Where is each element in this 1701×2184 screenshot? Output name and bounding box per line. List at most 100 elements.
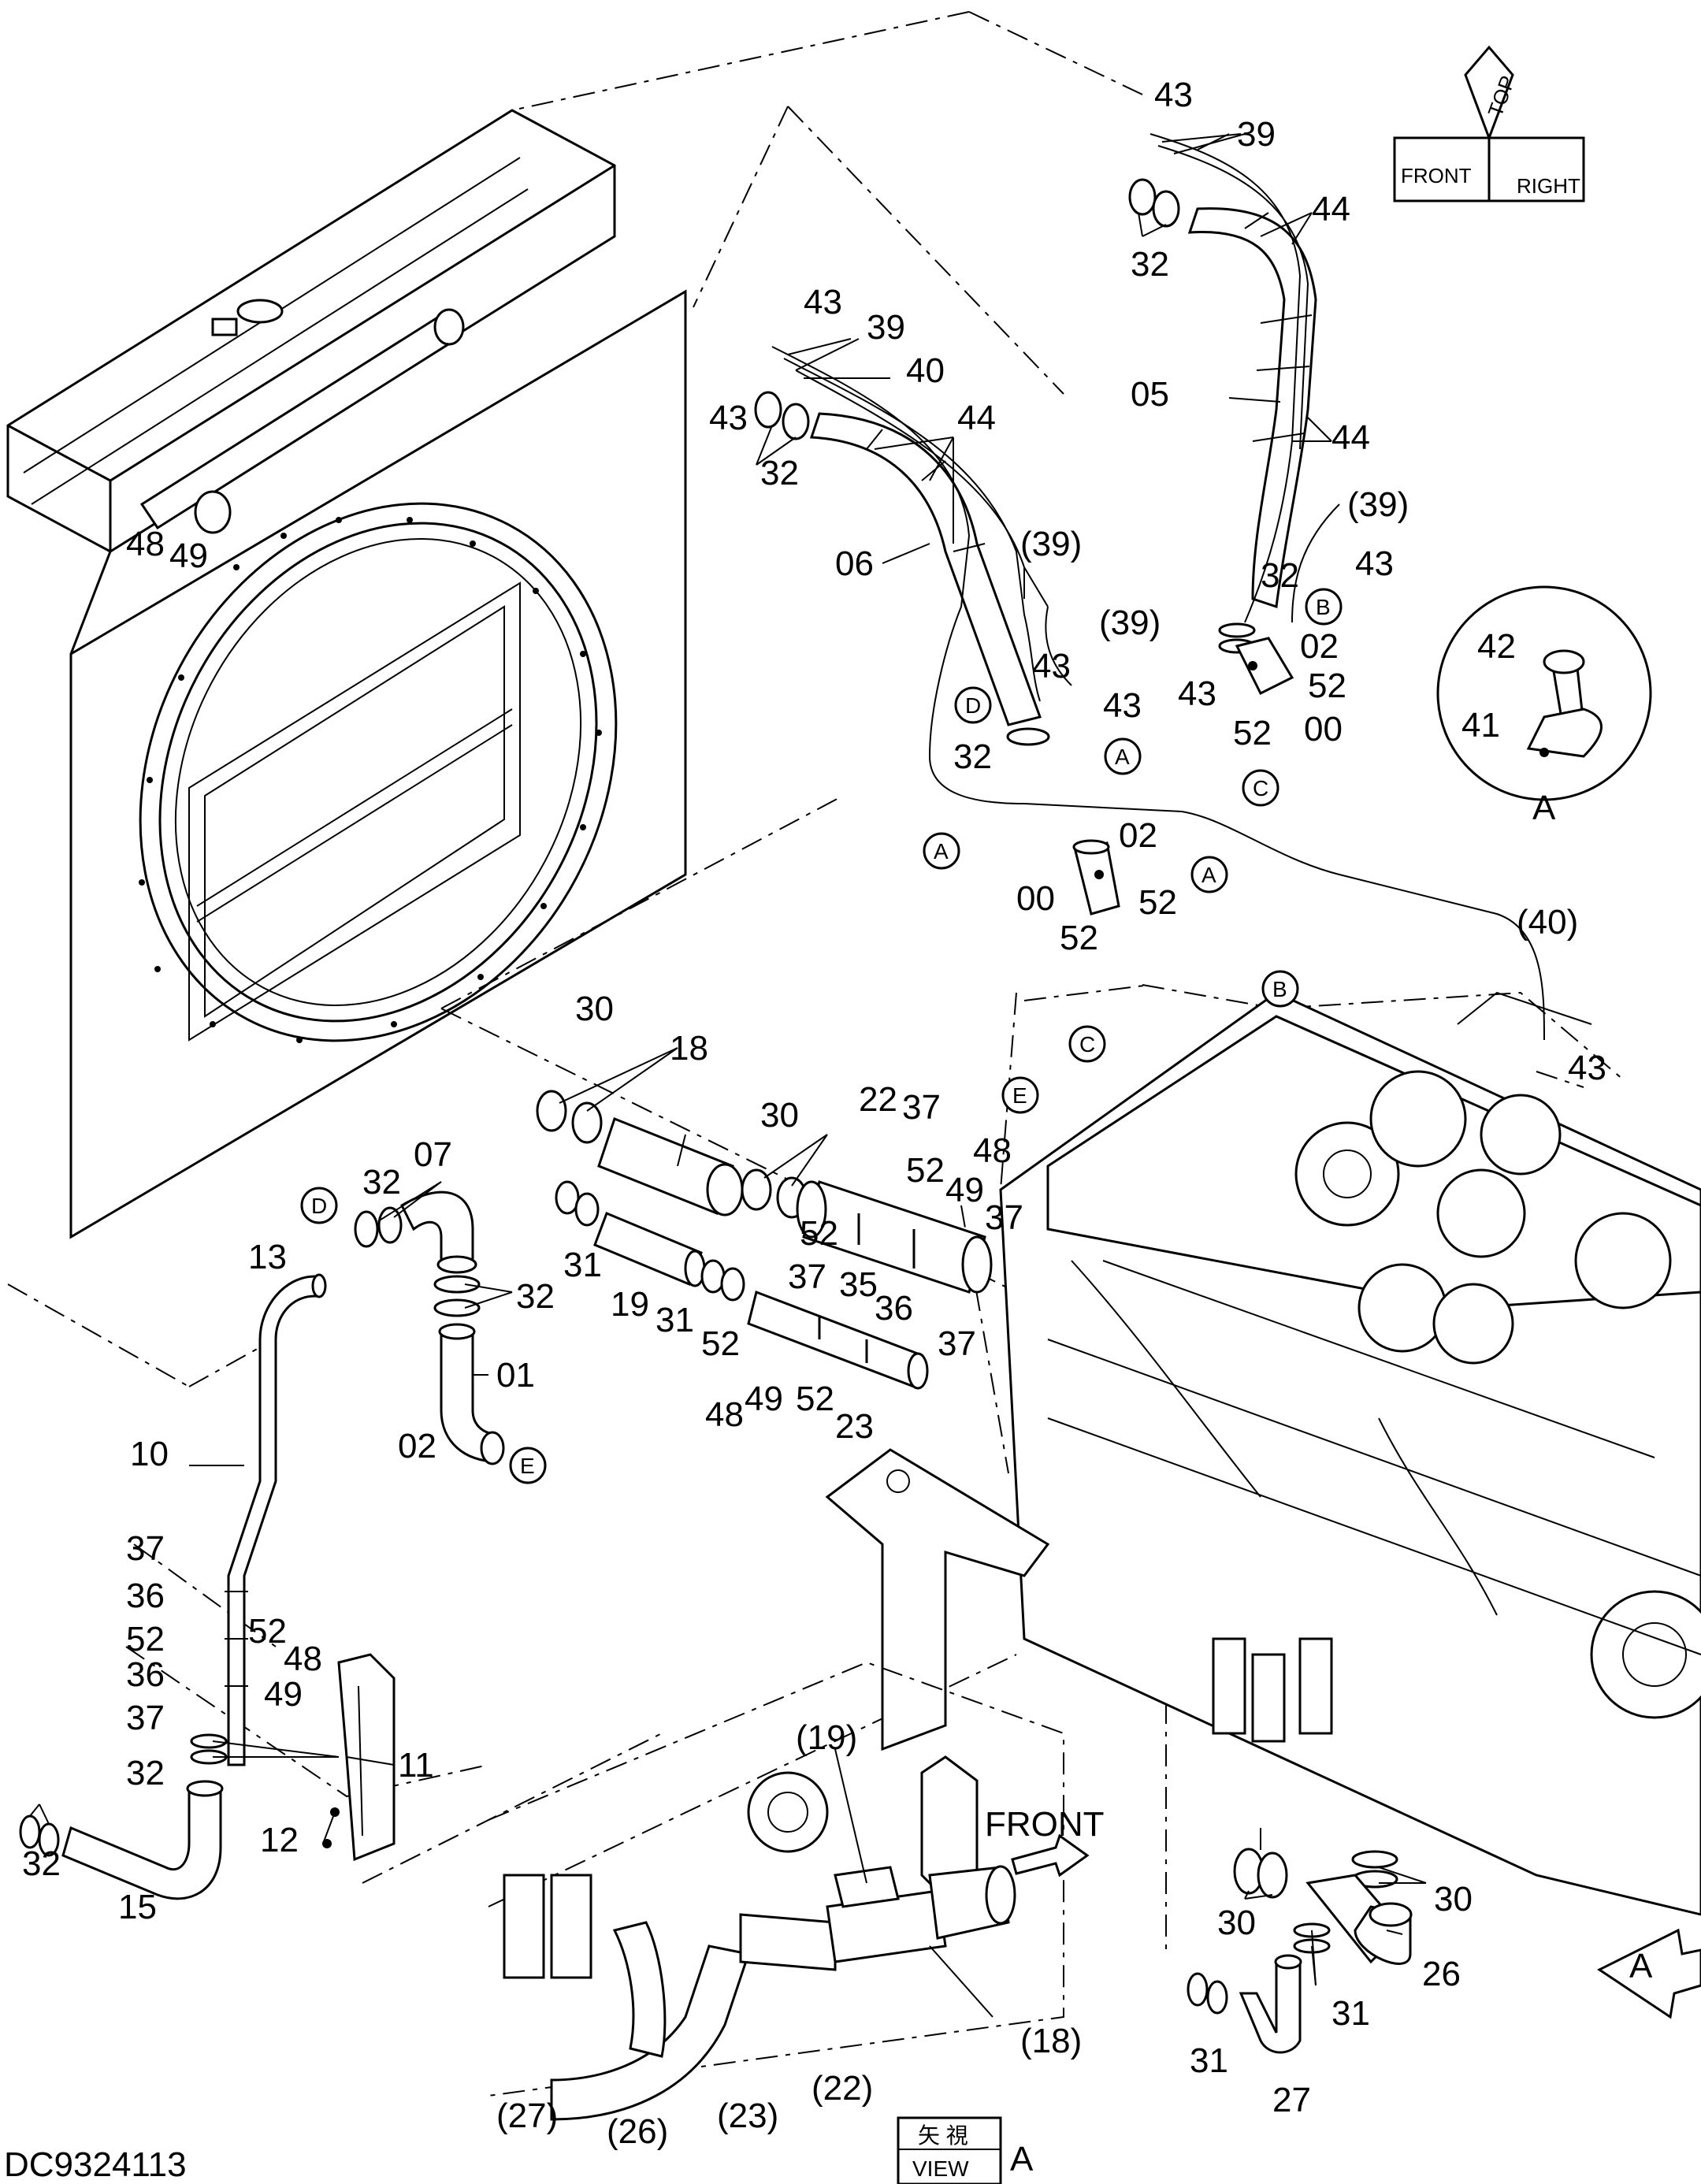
elbow-07: [354, 1190, 481, 1317]
view-a-arrow-letter: A: [1629, 1947, 1653, 1985]
part-label: 30: [1217, 1904, 1256, 1942]
part-label: 52: [906, 1151, 945, 1190]
callout-b-engine: B: [1272, 977, 1287, 1001]
part-label: 30: [575, 990, 614, 1028]
view-label-box: 矢 視 VIEW A: [897, 2116, 1034, 2184]
part-label: 02: [1119, 816, 1157, 855]
part-label: 48: [126, 525, 165, 563]
part-label: 32: [516, 1277, 555, 1316]
pipe-10: [190, 1273, 327, 1766]
part-label: 52: [126, 1620, 165, 1658]
callout-e-lower: E: [520, 1454, 535, 1478]
view-label-letter: A: [1010, 2140, 1034, 2178]
part-label: 32: [1131, 245, 1169, 284]
part-label: 10: [130, 1435, 169, 1473]
part-label: 36: [126, 1577, 165, 1615]
part-label: (39): [1020, 525, 1082, 563]
part-label: 36: [875, 1289, 913, 1328]
part-label: 52: [796, 1380, 834, 1418]
part-label: 00: [1016, 879, 1055, 918]
part-label: 49: [169, 537, 208, 575]
part-label: 31: [563, 1246, 602, 1284]
callout-c-upper: C: [1253, 776, 1268, 800]
part-label: 49: [945, 1171, 984, 1209]
part-label: 12: [260, 1821, 299, 1859]
part-label: 43: [1178, 674, 1216, 713]
part-label: 52: [1060, 919, 1098, 957]
engine-block: [999, 991, 1701, 1916]
drawing-id: DC9324113: [4, 2145, 187, 2184]
engine-mount: [825, 1448, 1050, 1751]
cube-right-label: RIGHT: [1517, 174, 1580, 198]
part-label: 43: [1103, 686, 1142, 725]
part-label: 02: [1300, 627, 1339, 666]
bracket-upper-right: [1235, 637, 1294, 696]
part-label: 32: [126, 1754, 165, 1792]
detail-a: [1436, 585, 1652, 801]
part-label: 27: [1272, 2081, 1311, 2119]
part-label: 37: [938, 1324, 976, 1363]
part-label: 48: [973, 1131, 1012, 1170]
upper-clamps: [754, 178, 1256, 654]
part-label: 43: [709, 399, 748, 437]
part-label: 43: [1154, 76, 1193, 114]
part-label: 49: [264, 1675, 303, 1714]
part-label: 26: [1422, 1955, 1461, 1993]
tube-05: [1149, 133, 1340, 623]
callout-b-upper: B: [1316, 595, 1331, 619]
part-label: 40: [906, 351, 945, 390]
part-label: 37: [985, 1198, 1023, 1237]
tube-06: [771, 346, 1545, 1041]
part-label: (39): [1347, 485, 1409, 524]
part-label: 36: [126, 1655, 165, 1694]
ring-bolts: [139, 517, 602, 1043]
part-label: 43: [1355, 544, 1394, 583]
part-label: 15: [118, 1888, 157, 1926]
part-label: 43: [1032, 647, 1071, 685]
view-a-inset: [488, 1661, 1090, 2121]
part-label: (19): [796, 1718, 857, 1757]
part-labels: 43 39 32 44 05 44 (39) 43 32 (39) 02 43 …: [22, 76, 1606, 2151]
elbow-01: [438, 1323, 505, 1465]
view-label-jp: 矢 視: [918, 2123, 968, 2148]
part-label: 52: [800, 1214, 838, 1253]
part-label: 00: [1304, 710, 1343, 748]
callout-d-lower: D: [311, 1194, 327, 1218]
callout-a-3: A: [1201, 863, 1216, 887]
part-label: 32: [953, 737, 992, 776]
callout-c-engine: C: [1079, 1032, 1095, 1057]
callout-a-1: A: [1115, 745, 1130, 769]
part-label: 52: [1233, 714, 1272, 752]
radiator-assembly: [6, 109, 687, 1239]
bracket-middle: [1072, 839, 1120, 916]
bracket-11: [322, 1653, 396, 1862]
part-label: 32: [760, 454, 799, 492]
part-label: 05: [1131, 375, 1169, 414]
part-label: 31: [656, 1301, 694, 1339]
part-label: 30: [760, 1096, 799, 1135]
callout-d-upper: D: [965, 693, 981, 718]
intake-pipes: [536, 1090, 993, 1390]
part-label: (22): [812, 2069, 873, 2108]
part-label: 42: [1477, 627, 1516, 666]
callout-a-2: A: [934, 839, 949, 864]
part-label: 52: [248, 1612, 287, 1651]
part-label: 37: [126, 1529, 165, 1568]
part-label: 49: [745, 1380, 783, 1418]
part-label: 31: [1190, 2041, 1228, 2080]
part-label: 11: [398, 1746, 434, 1785]
part-label: 30: [1434, 1880, 1473, 1918]
part-label: 37: [788, 1257, 826, 1296]
view-a-arrow: [1597, 1928, 1701, 2019]
cube-front-label: FRONT: [1401, 164, 1472, 188]
part-label: 18: [670, 1029, 708, 1068]
part-label: (26): [607, 2112, 668, 2151]
part-label: 32: [22, 1844, 61, 1883]
part-label: 22: [859, 1080, 897, 1119]
part-label: 43: [804, 283, 842, 321]
part-label: 32: [362, 1163, 401, 1202]
part-label: 37: [126, 1699, 165, 1737]
part-label: 39: [867, 308, 905, 347]
part-label: 35: [839, 1265, 878, 1304]
